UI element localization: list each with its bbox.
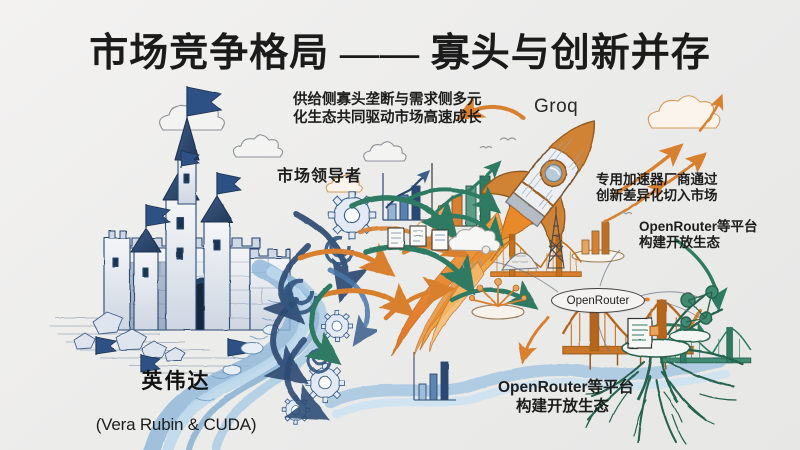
annotation-market-leader: 市场领导者	[277, 168, 363, 185]
spark-node-icon	[468, 278, 528, 320]
annotation-openrouter-bottom: OpenRouter等平台 构建开放生态	[498, 360, 713, 436]
annotation-supply-demand: 供给侧寡头垄断与需求侧多元 化生态共同驱动市场高速成长	[293, 92, 482, 126]
document-icon	[387, 225, 449, 251]
annotation-accelerator-vendors: 专用加速器厂商通过 创新差异化切入市场	[596, 172, 718, 204]
annotation-nvidia-cn: 英伟达	[141, 369, 211, 393]
annotation-openrouter-bottom-line2: 构建开放生态	[516, 397, 610, 415]
page-title: 市场竞争格局 —— 寡头与创新并存	[89, 32, 711, 75]
doodle-cluster	[448, 225, 501, 269]
network-connectors	[493, 249, 703, 353]
castle-flag-icon	[95, 86, 248, 373]
annotation-nvidia: 英伟达 (Vera Rubin & CUDA)	[86, 349, 266, 450]
tree-roots-network	[585, 285, 744, 445]
bar-chart-small	[571, 221, 625, 263]
annotation-nvidia-en: (Vera Rubin & CUDA)	[95, 414, 257, 434]
annotation-groq: Groq	[534, 96, 579, 117]
annotation-openrouter-bottom-line1: OpenRouter等平台	[498, 378, 635, 396]
tower-icon	[500, 206, 565, 271]
openrouter-node-badge: OpenRouter	[551, 288, 645, 313]
bar-chart-river	[413, 352, 456, 401]
annotation-openrouter-top: OpenRouter等平台 构建开放生态	[639, 219, 758, 251]
bird-doodle-icon	[479, 137, 633, 215]
